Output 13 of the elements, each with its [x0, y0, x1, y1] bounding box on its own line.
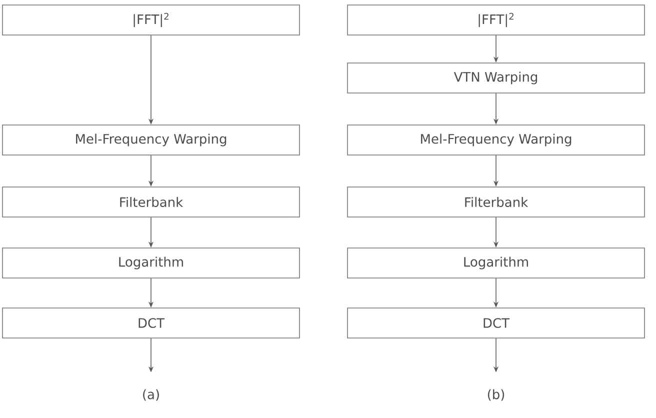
- process-box: Logarithm: [347, 248, 645, 278]
- process-box: Logarithm: [2, 248, 300, 278]
- process-box: Mel-Frequency Warping: [2, 124, 300, 156]
- process-box: |FFT|$^{2}$: [2, 4, 300, 36]
- panel-label: (a): [143, 389, 159, 401]
- process-box: DCT: [347, 308, 645, 338]
- process-box: |FFT|$^{2}$: [347, 4, 645, 36]
- process-box: VTN Warping: [347, 62, 645, 94]
- process-box: DCT: [2, 308, 300, 338]
- process-box: Filterbank: [347, 186, 645, 218]
- process-box: Mel-Frequency Warping: [347, 124, 645, 156]
- panel-label: (b): [488, 389, 504, 401]
- process-box: Filterbank: [2, 186, 300, 218]
